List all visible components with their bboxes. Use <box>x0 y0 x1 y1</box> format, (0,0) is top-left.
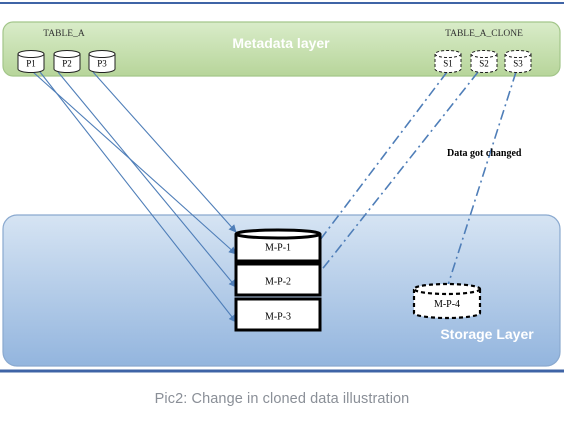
source-pointer-p2: P2 <box>53 50 81 73</box>
micro-partition-2-label: M-P-2 <box>265 277 291 288</box>
clone-pointer-s1-top <box>434 50 462 58</box>
arrow-p3-mp1 <box>92 71 237 233</box>
clone-pointer-s2: S2 <box>470 50 498 73</box>
clone-pointer-s3-top <box>504 50 532 58</box>
source-pointer-p1-top <box>17 50 45 58</box>
arrow-p1-mp3 <box>39 71 237 323</box>
clone-pointer-s1-label: S1 <box>443 59 453 69</box>
micro-partition-2: M-P-2 <box>234 262 322 297</box>
source-pointer-p3-body <box>88 53 116 73</box>
micro-partition-1: M-P-1 <box>234 228 322 263</box>
source-pointer-p3-top <box>88 50 116 58</box>
micro-partition-2-box <box>234 262 322 297</box>
source-pointer-p2-body <box>53 53 81 73</box>
source-pointer-p1-label: P1 <box>26 59 36 69</box>
metadata-layer-band <box>2 21 561 77</box>
source-pointer-p2-top <box>53 50 81 58</box>
clone-pointer-s2-label: S2 <box>479 59 489 69</box>
line-s1-mp1 <box>319 71 448 241</box>
micro-partition-1-label: M-P-1 <box>265 243 291 254</box>
arrow-p1-mp2 <box>32 71 237 255</box>
line-s3-mp4 <box>447 71 517 286</box>
clone-pointer-lines <box>319 71 517 286</box>
figure-caption: Pic2: Change in cloned data illustration <box>154 391 410 407</box>
source-pointer-p2-label: P2 <box>62 59 72 69</box>
clone-pointer-s3-body <box>504 53 532 73</box>
micro-partition-1-body <box>234 234 322 263</box>
source-pointer-p3-label: P3 <box>97 59 107 69</box>
change-annotation: Data got changed <box>447 148 522 159</box>
clone-pointer-s2-body <box>470 53 498 73</box>
micro-partition-3-label: M-P-3 <box>265 312 291 323</box>
line-s2-mp2 <box>319 71 479 273</box>
new-micro-partition-body <box>412 289 482 320</box>
source-pointer-arrows <box>32 71 237 323</box>
micro-partition-3: M-P-3 <box>234 297 322 332</box>
clone-pointer-s1: S1 <box>434 50 462 73</box>
micro-partition-3-box <box>234 297 322 332</box>
storage-layer-label: Storage Layer <box>440 326 534 342</box>
metadata-layer-label: Metadata layer <box>232 35 330 51</box>
clone-table-name: TABLE_A_CLONE <box>445 29 523 39</box>
source-pointer-p3: P3 <box>88 50 116 73</box>
new-micro-partition-top <box>412 282 482 296</box>
source-pointer-p1-body <box>17 53 45 73</box>
source-pointer-p1: P1 <box>17 50 45 73</box>
clone-pointer-s3-label: S3 <box>513 59 523 69</box>
source-table-name: TABLE_A <box>43 29 85 39</box>
new-micro-partition-label: M-P-4 <box>434 299 460 310</box>
micro-partition-1-top <box>234 228 322 240</box>
clone-pointer-s2-top <box>470 50 498 58</box>
clone-pointer-s3: S3 <box>504 50 532 73</box>
arrow-p2-mp3 <box>57 71 237 288</box>
new-micro-partition: M-P-4 <box>412 282 482 320</box>
clone-pointer-s1-body <box>434 53 462 73</box>
